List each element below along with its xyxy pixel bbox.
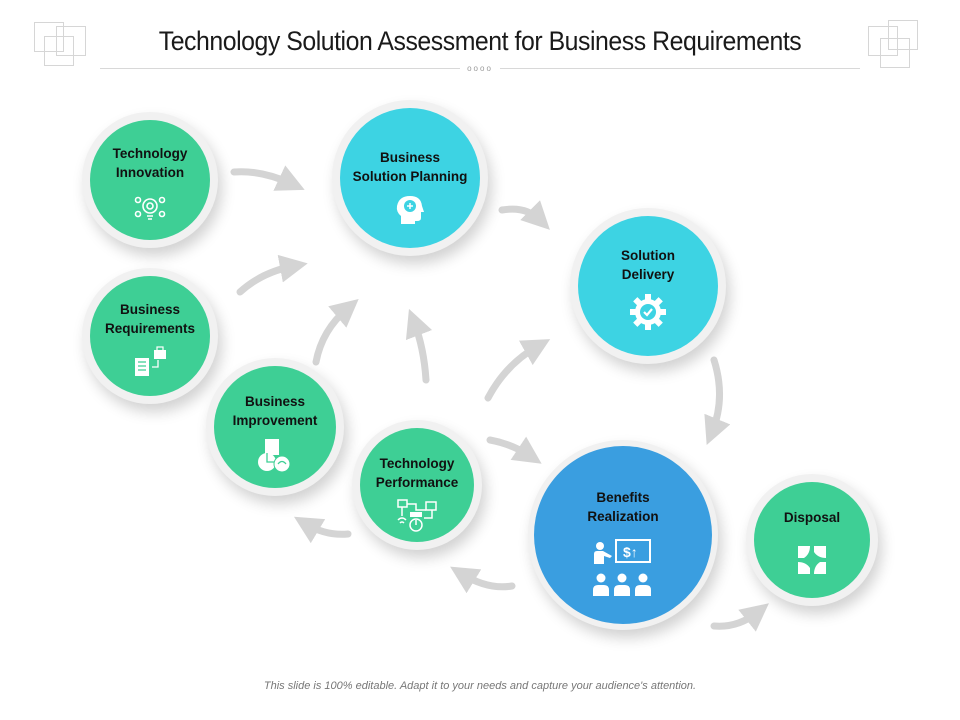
node-label-line2: Innovation	[115, 165, 185, 180]
node-label-line1: Business	[119, 302, 181, 317]
footer-note: This slide is 100% editable. Adapt it to…	[263, 680, 697, 692]
arrow-improvement-to-planning	[312, 298, 359, 366]
arrow-performance-to-improvement	[293, 516, 352, 544]
node-label-line1: Technology	[112, 146, 188, 161]
svg-text:$↑: $↑	[623, 544, 638, 560]
node-business-solution-planning: Business Solution Planning	[332, 100, 488, 256]
node-disposal: Disposal	[746, 474, 878, 606]
arrow-performance-to-planning	[405, 308, 433, 384]
corner-decoration-left	[34, 16, 94, 76]
node-label-line1: Disposal	[783, 510, 841, 525]
disposal-shape-icon	[798, 546, 826, 574]
node-label-line2: Delivery	[621, 267, 675, 282]
node-label-line2: Performance	[375, 475, 459, 490]
gear-check-icon	[630, 294, 666, 330]
gear-bulb-icon	[134, 196, 166, 220]
node-business-improvement: Business Improvement	[206, 358, 344, 496]
arrow-benefits-to-disposal	[710, 603, 769, 632]
node-label-line2: Improvement	[232, 413, 318, 428]
arrow-benefits-to-performance	[450, 566, 516, 594]
arrow-innovation-to-planning	[230, 165, 305, 191]
node-business-requirements: Business Requirements	[82, 268, 218, 404]
document-briefcase-icon	[135, 346, 166, 376]
node-label-line2: Solution Planning	[352, 169, 468, 184]
node-technology-performance: Technology Performance	[352, 420, 482, 550]
node-technology-innovation: Technology Innovation	[82, 112, 218, 248]
arrow-planning-to-delivery	[498, 200, 550, 230]
corner-decoration-right	[868, 16, 928, 76]
node-label-line1: Benefits	[596, 490, 650, 505]
title-divider-dots: oooo	[460, 64, 500, 74]
head-brain-icon	[396, 196, 424, 224]
chart-gauge-icon	[258, 439, 291, 473]
presentation-audience-icon: $↑	[593, 539, 651, 596]
arrow-requirements-to-planning	[236, 254, 308, 296]
arrow-performance-to-benefits	[486, 436, 542, 464]
node-solution-delivery: Solution Delivery	[570, 208, 726, 364]
arrow-delivery-to-benefits	[704, 356, 731, 445]
page-title: Technology Solution Assessment for Busin…	[158, 26, 802, 56]
node-benefits-realization: Benefits Realization $↑	[528, 440, 718, 630]
network-devices-icon	[397, 499, 437, 532]
node-label-line1: Business	[244, 394, 306, 409]
node-label-line1: Solution	[621, 248, 675, 263]
node-label-line1: Technology	[379, 456, 455, 471]
node-label-line1: Business	[379, 150, 441, 165]
node-label-line2: Requirements	[104, 321, 196, 336]
arrow-performance-to-delivery	[484, 339, 551, 402]
node-label-line2: Realization	[587, 509, 659, 524]
